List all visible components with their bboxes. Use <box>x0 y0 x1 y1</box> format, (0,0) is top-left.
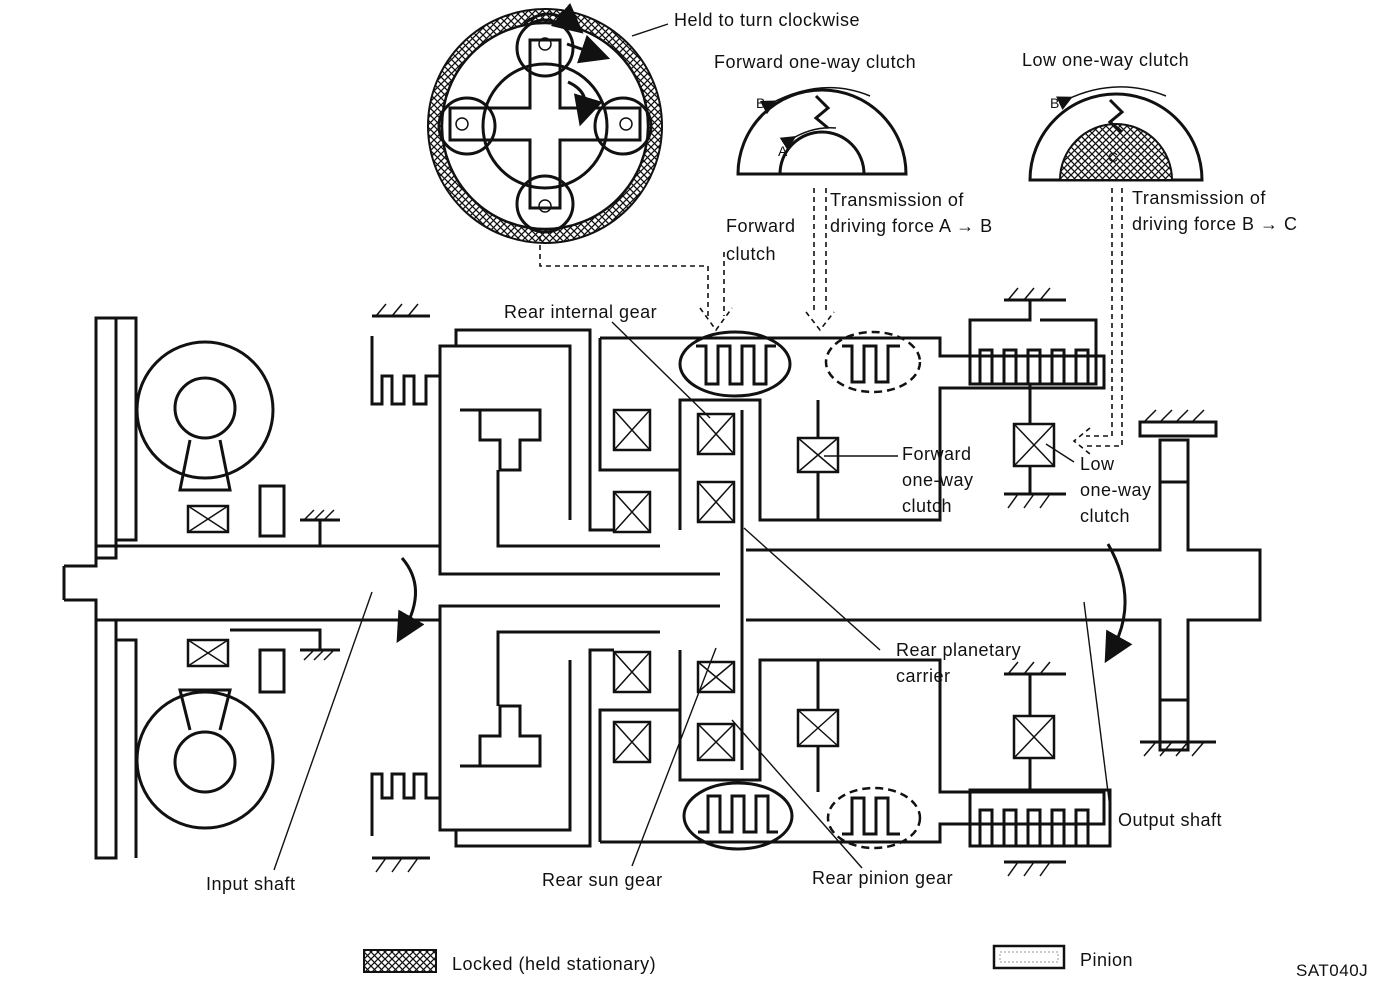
rear-sun-gear-label: Rear sun gear <box>542 870 663 890</box>
rear-planetary-label-line1: Rear planetary <box>896 640 1021 660</box>
dashed-flow-paths <box>539 188 1123 455</box>
low-owc-assembly <box>968 287 1112 877</box>
letter-b-forward: B <box>756 95 766 111</box>
legend-pinion-label: Pinion <box>1080 950 1133 970</box>
overrun-clutch-packs <box>824 330 922 850</box>
forward-owc-sketch <box>736 86 908 176</box>
output-shaft-drawing <box>746 409 1262 757</box>
low-owc-label-line3: clutch <box>1080 506 1130 526</box>
forward-clutch-packs <box>678 330 794 851</box>
leader-lines <box>273 321 1111 871</box>
legend: Locked (held stationary) Pinion <box>363 944 1133 974</box>
torque-converter <box>94 316 340 860</box>
held-clockwise-label: Held to turn clockwise <box>674 10 860 30</box>
low-owc-sketch <box>1028 86 1204 182</box>
low-owc-label-line1: Low <box>1080 454 1115 474</box>
trans-ab-line2: driving force A → B <box>830 216 993 236</box>
figure-code: SAT040J <box>1296 961 1368 980</box>
low-owc-title: Low one-way clutch <box>1022 50 1189 70</box>
forward-clutch-line1: Forward <box>726 216 796 236</box>
locked-swatch <box>363 949 437 973</box>
rear-planetary-set <box>598 336 1106 844</box>
forward-owc-label-line1: Forward <box>902 444 972 464</box>
input-shaft-label: Input shaft <box>206 874 296 894</box>
trans-ab-line1: Transmission of <box>830 190 964 210</box>
trans-bc-line2: driving force B → C <box>1132 214 1298 234</box>
forward-owc-title: Forward one-way clutch <box>714 52 916 72</box>
trans-bc-line1: Transmission of <box>1132 188 1266 208</box>
forward-clutch-line2: clutch <box>726 244 776 264</box>
rear-internal-gear-label: Rear internal gear <box>504 302 657 322</box>
input-shaft-drawing <box>62 544 720 644</box>
rear-pinion-gear-label: Rear pinion gear <box>812 868 953 888</box>
letter-c-low: C <box>1108 149 1119 165</box>
pinion-swatch <box>992 944 1066 970</box>
forward-owc-label-line2: one-way <box>902 470 974 490</box>
letter-b-low: B <box>1050 95 1060 111</box>
low-owc-label-line2: one-way <box>1080 480 1152 500</box>
letter-a-forward: A <box>778 143 788 159</box>
rear-planetary-label-line2: carrier <box>896 666 951 686</box>
output-shaft-label: Output shaft <box>1118 810 1222 830</box>
legend-locked-label: Locked (held stationary) <box>452 954 656 974</box>
clockwise-gearset-sketch <box>427 2 669 244</box>
front-clutch-housing <box>370 303 660 873</box>
forward-owc-label-line3: clutch <box>902 496 952 516</box>
